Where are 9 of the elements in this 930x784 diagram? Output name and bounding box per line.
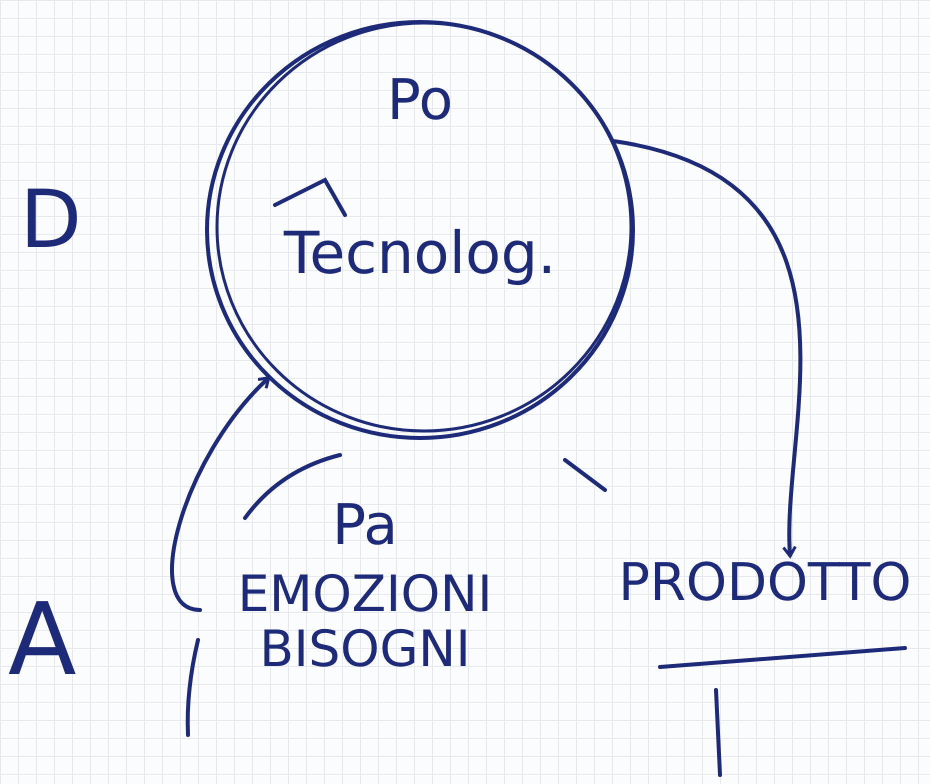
handwritten-text: Tecnolog. [284,222,556,286]
handwritten-text: PRODOTTO [618,555,912,612]
handwritten-letter: A [8,590,76,690]
curved-arrow [170,376,270,612]
handwritten-text: Po [386,70,454,132]
curved-arrow [612,139,802,558]
handwritten-text: Pa [332,495,398,557]
handwritten-letter: D [20,180,82,260]
handwritten-text: EMOZIONI BISOGNI [236,566,494,677]
